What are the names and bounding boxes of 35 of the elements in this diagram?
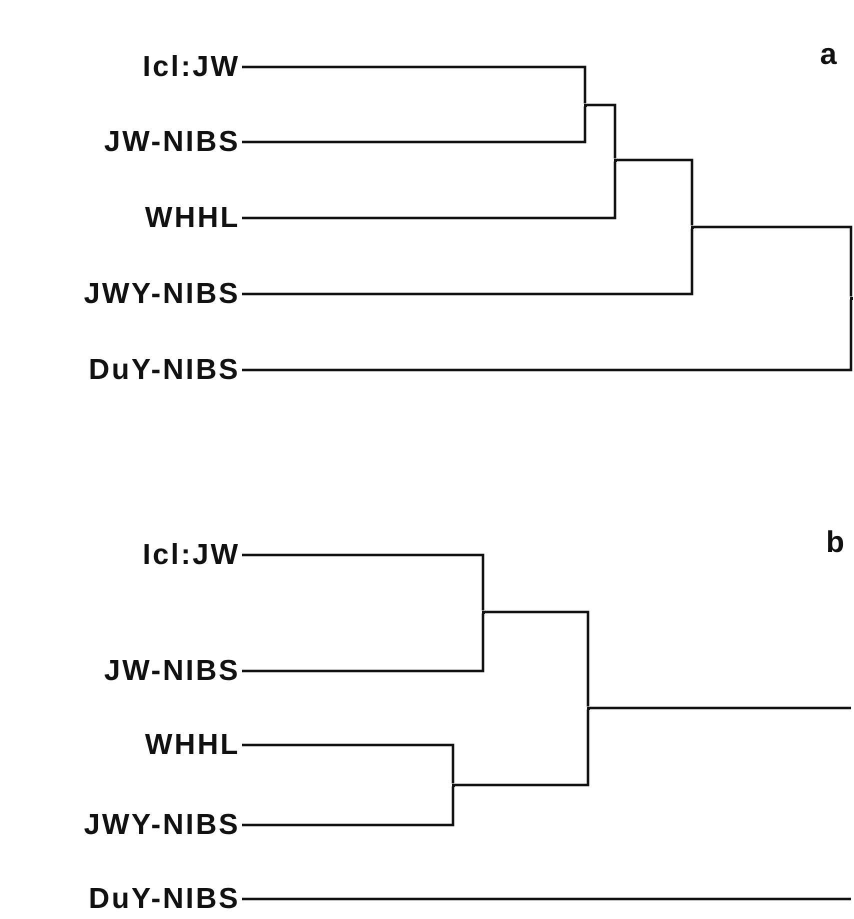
strain-label: WHHL (145, 728, 240, 762)
panel-letter: b (826, 526, 844, 560)
dendrogram-branch (242, 744, 454, 784)
branch-point (850, 296, 852, 300)
strain-label: DuY-NIBS (88, 882, 240, 916)
strain-label: JW-NIBS (104, 125, 240, 159)
strain-label: Icl:JW (142, 50, 240, 84)
strain-label: JW-NIBS (104, 654, 240, 688)
branch-point (690, 226, 694, 228)
dendrogram-branch (616, 158, 694, 226)
dendrogram-branch (454, 710, 590, 786)
strain-label: JWY-NIBS (84, 808, 240, 842)
dendrogram-branch (242, 106, 586, 144)
branch-point (586, 706, 590, 710)
dendrogram-branch (694, 226, 852, 296)
branch-point (584, 104, 586, 106)
dendrogram-branch (242, 66, 586, 104)
panel-letter: a (820, 38, 837, 72)
dendrogram-branch (484, 610, 590, 706)
branch-point (482, 610, 484, 614)
dendrogram-branch (242, 162, 616, 220)
dendrogram-branch (242, 554, 484, 610)
branch-point (614, 158, 616, 162)
strain-label: WHHL (145, 201, 240, 235)
dendrogram-branch (590, 706, 851, 710)
dendrogram-branch (242, 898, 851, 900)
dendrogram-branch (586, 104, 616, 158)
dendrogram-branch (242, 300, 852, 372)
strain-label: DuY-NIBS (88, 353, 240, 387)
dendrogram-branch (242, 228, 694, 296)
dendrogram-branch (242, 786, 454, 826)
strain-label: Icl:JW (142, 538, 240, 572)
dendrogram-branch (242, 614, 484, 672)
strain-label: JWY-NIBS (84, 277, 240, 311)
branch-point (452, 784, 454, 786)
